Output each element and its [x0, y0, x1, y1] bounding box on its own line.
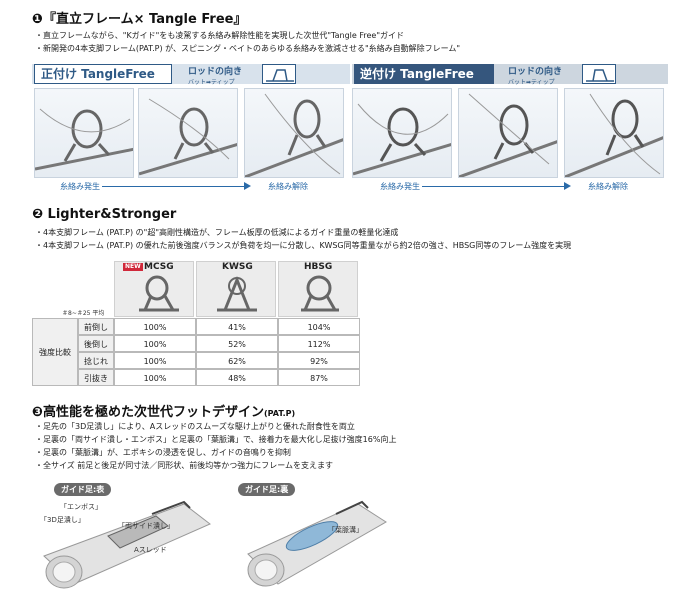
table-cell: 87%	[278, 369, 360, 386]
section3-title: ❸高性能を極めた次世代フットデザイン(PAT.P)	[32, 401, 295, 420]
hbsg-guide-image	[278, 261, 358, 317]
table-cell: 52%	[196, 335, 278, 352]
guide-foot-front-badge: ガイド足:表	[54, 483, 112, 496]
rod-direction-sub: バット➡ティップ	[188, 79, 235, 86]
table-cell: 41%	[196, 318, 278, 335]
rod-direction-icon	[582, 64, 616, 84]
callout-a-thread: Aスレッド	[134, 546, 167, 554]
table-cell: 48%	[196, 369, 278, 386]
bullet: ・4本支脚フレーム (PAT.P) の優れた前後強度バランスが負荷を均一に分散し…	[35, 241, 572, 250]
state-end-label: 糸絡み解除	[268, 182, 308, 191]
section3-title-sub: (PAT.P)	[264, 409, 296, 418]
tangle-illustration	[244, 88, 344, 178]
callout-leaf-groove: 「葉脈溝」	[328, 526, 363, 534]
tangle-illustration	[352, 88, 452, 178]
guide-foot-back-badge: ガイド足:裏	[238, 483, 296, 496]
tangle-illustration	[564, 88, 664, 178]
rod-direction-sub: バット➡ティップ	[508, 79, 555, 86]
bullet: ・足裏の「葉脈溝」が、エポキシの浸透を促し、ガイドの音鳴りを抑制	[35, 448, 291, 457]
state-end-label: 糸絡み解除	[588, 182, 628, 191]
section3-bullets: ・足先の「3D足潰し」により、Aスレッドのスムーズな駆け上がりと優れた耐食性を両…	[35, 420, 396, 472]
progress-arrow	[422, 186, 568, 187]
callout-3d-foot: 「3D足潰し」	[40, 516, 85, 524]
column-header-mcsg: MCSG	[144, 262, 174, 272]
tangle-illustration	[138, 88, 238, 178]
table-cell: 112%	[278, 335, 360, 352]
section1-title: ❶『直立フレーム× Tangle Free』	[32, 12, 247, 27]
table-cell: 62%	[196, 352, 278, 369]
tangle-illustration	[458, 88, 558, 178]
table-cell: 100%	[114, 352, 196, 369]
forward-badge: 正付け TangleFree	[34, 64, 172, 84]
table-cell: 100%	[114, 318, 196, 335]
row-label: 後倒し	[78, 335, 114, 352]
rod-direction-icon	[262, 64, 296, 84]
table-cell: 104%	[278, 318, 360, 335]
bullet: ・新開発の4本支脚フレーム(PAT.P) が、スピニング・ベイトのあらゆる糸絡み…	[35, 44, 461, 53]
section2-title: ❷ Lighter&Stronger	[32, 207, 177, 222]
section2-bullets: ・4本支脚フレーム (PAT.P) の"超"高剛性構造が、フレーム板厚の低減によ…	[35, 226, 571, 252]
tangle-illustration	[34, 88, 134, 178]
bullet: ・全サイズ 前足と後足が同寸法／同形状、前後均等かつ強力にフレームを支えます	[35, 461, 334, 470]
callout-both-sides: 「両サイド潰し」	[118, 522, 174, 530]
new-badge: NEW	[123, 263, 143, 271]
row-label: 引抜き	[78, 369, 114, 386]
row-label: 前倒し	[78, 318, 114, 335]
guide-foot-front-illustration	[43, 500, 211, 589]
size-note: ＃8~＃25 平均	[62, 310, 105, 317]
table-cell: 92%	[278, 352, 360, 369]
callout-emboss: 「エンボス」	[60, 503, 102, 511]
rod-direction-label: ロッドの向き	[188, 67, 243, 77]
state-start-label: 糸絡み発生	[60, 182, 100, 191]
section1-bullets: ・直立フレームながら、"Kガイド"をも凌駕する糸絡み解除性能を実現した次世代"T…	[35, 29, 460, 55]
rod-direction-label: ロッドの向き	[508, 67, 563, 77]
column-header-kwsg: KWSG	[222, 262, 253, 272]
row-label: 捻じれ	[78, 352, 114, 369]
kwsg-guide-image	[196, 261, 276, 317]
column-header-hbsg: HBSG	[304, 262, 333, 272]
section3-title-text: ❸高性能を極めた次世代フットデザイン	[32, 405, 265, 420]
bullet: ・4本支脚フレーム (PAT.P) の"超"高剛性構造が、フレーム板厚の低減によ…	[35, 228, 399, 237]
state-start-label: 糸絡み発生	[380, 182, 420, 191]
arrow-head-icon	[244, 182, 251, 190]
progress-arrow	[102, 186, 248, 187]
reverse-badge: 逆付け TangleFree	[354, 64, 494, 84]
bullet: ・直立フレームながら、"Kガイド"をも凌駕する糸絡み解除性能を実現した次世代"T…	[35, 31, 404, 40]
table-cell: 100%	[114, 369, 196, 386]
bullet: ・足先の「3D足潰し」により、Aスレッドのスムーズな駆け上がりと優れた耐食性を両…	[35, 422, 355, 431]
arrow-head-icon	[564, 182, 571, 190]
group-label: 強度比較	[32, 318, 78, 386]
guide-foot-back-illustration	[247, 500, 387, 587]
bullet: ・足裏の「両サイド潰し・エンボス」と足裏の「葉脈溝」で、接着力を最大化し足抜け強…	[35, 435, 397, 444]
table-cell: 100%	[114, 335, 196, 352]
